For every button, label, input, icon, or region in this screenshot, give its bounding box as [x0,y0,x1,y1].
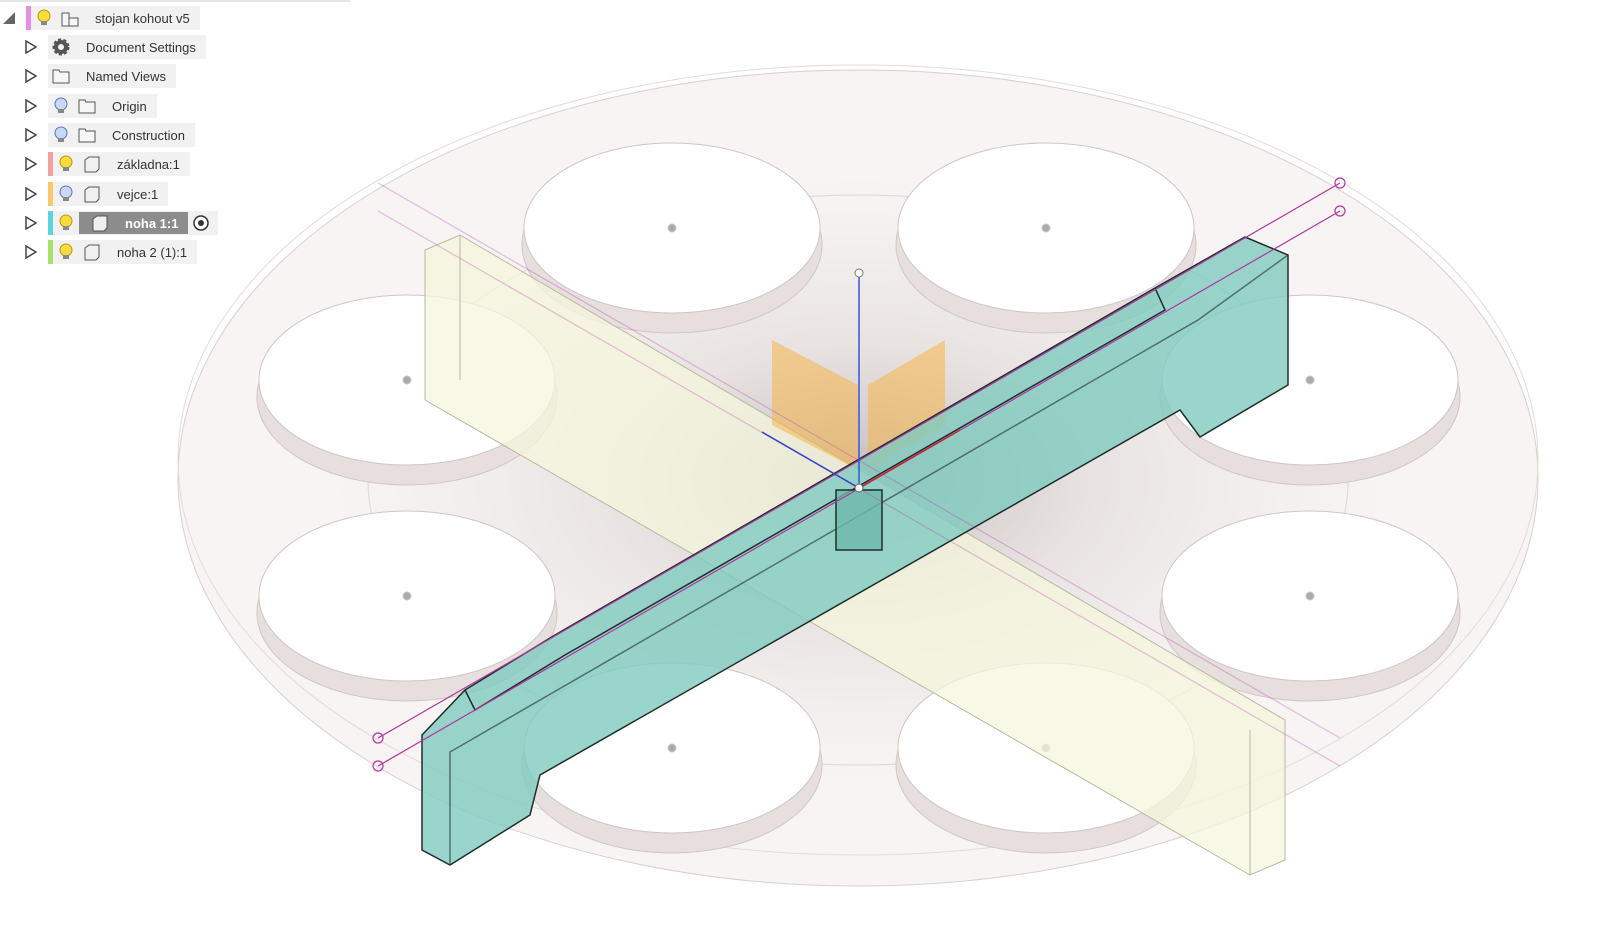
lightbulb-on-icon[interactable] [53,214,79,232]
browser-item-origin[interactable]: Origin [24,92,157,120]
folder-icon [48,68,74,84]
leg-noha-1 [421,236,1289,866]
expand-triangle-icon[interactable] [24,215,38,231]
folder-icon [74,127,100,143]
active-component-highlight: noha 1:1 [79,212,189,234]
collapse-triangle-icon[interactable] [2,10,16,26]
lightbulb-off-icon[interactable] [48,97,74,115]
color-bar [48,211,53,235]
browser-item-noha-1[interactable]: noha 1:1 [24,209,219,237]
browser-item-vejce[interactable]: vejce:1 [24,180,169,208]
lightbulb-off-icon[interactable] [53,185,79,203]
expand-triangle-icon[interactable] [24,186,38,202]
color-bar [48,182,53,206]
lightbulb-on-icon[interactable] [31,9,57,27]
color-bar [48,240,53,264]
component-icon [79,243,105,261]
expand-triangle-icon[interactable] [24,156,38,172]
gear-icon [48,38,74,56]
divider [0,0,350,2]
lightbulb-on-icon[interactable] [53,243,79,261]
item-label: vejce:1 [117,186,159,202]
expand-triangle-icon[interactable] [24,98,38,114]
assembly-icon [57,9,83,27]
color-bar [48,152,53,176]
expand-triangle-icon[interactable] [24,39,38,55]
item-label: Named Views [86,68,166,84]
lightbulb-off-icon[interactable] [48,126,74,144]
browser-item-named-views[interactable]: Named Views [24,62,176,90]
color-bar [26,6,31,30]
component-icon [79,155,105,173]
browser-item-construction[interactable]: Construction [24,121,195,149]
activate-radio-icon[interactable] [188,214,214,232]
item-label: Document Settings [86,39,196,55]
component-icon [87,214,113,232]
expand-triangle-icon[interactable] [24,68,38,84]
folder-icon [74,98,100,114]
expand-triangle-icon[interactable] [24,127,38,143]
item-label: Origin [112,98,147,114]
item-label: noha 2 (1):1 [117,244,188,260]
browser-root[interactable]: stojan kohout v5 [2,4,200,32]
item-label: noha 1:1 [125,215,179,231]
expand-triangle-icon[interactable] [24,244,38,260]
component-icon [79,185,105,203]
browser-item-document-settings[interactable]: Document Settings [24,33,206,61]
root-label: stojan kohout v5 [95,10,190,26]
browser-item-noha-2[interactable]: noha 2 (1):1 [24,238,198,266]
origin-planes [772,340,945,470]
origin-axes [761,268,961,493]
item-label: základna:1 [117,156,180,172]
lightbulb-on-icon[interactable] [53,155,79,173]
item-label: Construction [112,127,185,143]
browser-item-zakladna[interactable]: základna:1 [24,150,190,178]
